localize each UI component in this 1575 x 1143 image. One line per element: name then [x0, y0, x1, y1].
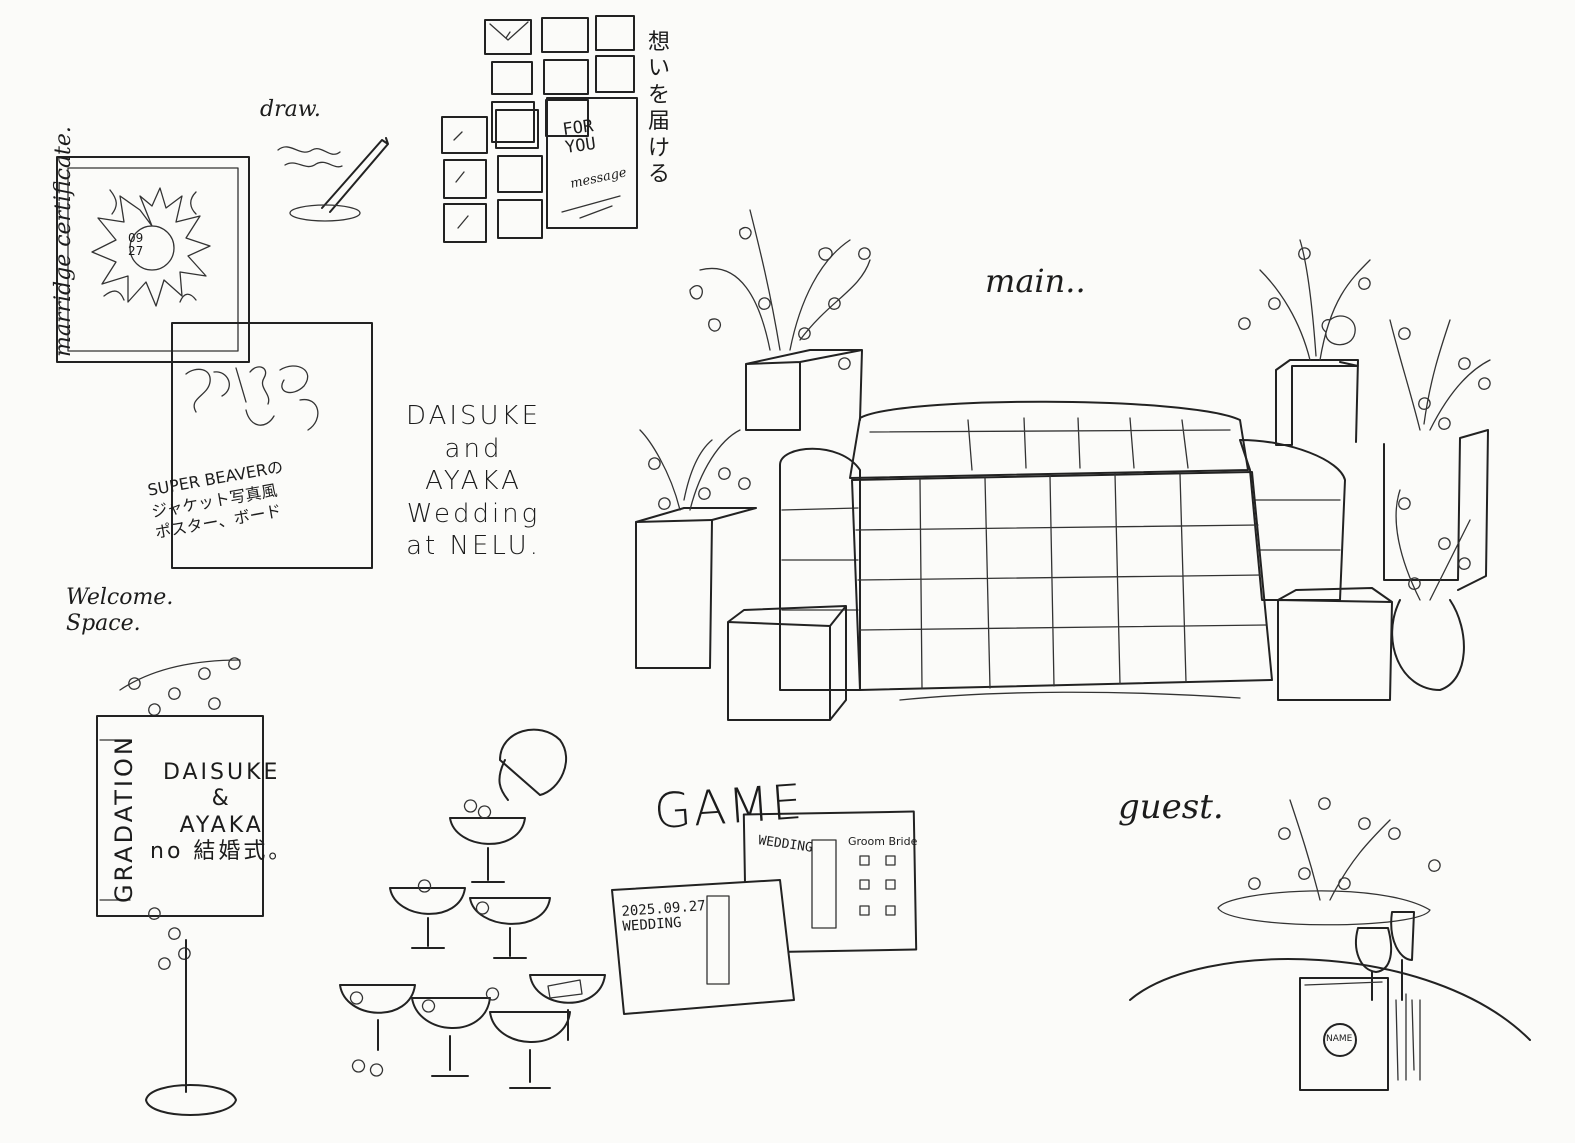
- draw-label: draw.: [260, 97, 321, 122]
- certificate-center-text: 09 27: [128, 231, 144, 258]
- pen-icon: [277, 137, 389, 222]
- pedestals: [635, 349, 1489, 721]
- invitation-text: DAISUKE and AYAKA Wedding at NELU.: [406, 401, 542, 561]
- champagne-tower: [339, 728, 606, 1089]
- sofa: [779, 400, 1346, 701]
- game-cards: [611, 810, 918, 1015]
- certificate-frame: [56, 156, 250, 363]
- main-label: main..: [985, 262, 1086, 300]
- gradation-label: GRADATION: [109, 734, 138, 904]
- welcome-space-label: Welcome. Space.: [66, 585, 174, 637]
- certificate-flower-icon: [91, 187, 211, 307]
- name-tag-circle: [1323, 1023, 1357, 1057]
- feelings-jp-label: 想いを届ける: [647, 30, 670, 187]
- welcome-board-text: DAISUKE & AYAKA no 結婚式。: [150, 760, 294, 865]
- name-tag-label: NAME: [1326, 1034, 1353, 1044]
- guest-label: guest.: [1118, 787, 1224, 827]
- game-label: GAME: [652, 773, 806, 841]
- poster-board: [171, 322, 373, 569]
- for-you-label: FOR YOU: [561, 116, 598, 158]
- welcome-board: [96, 657, 264, 1116]
- flower-arrangements: [639, 209, 1491, 601]
- checklist-grid: [441, 15, 638, 243]
- marriage-certificate-label: marridge certificate.: [50, 126, 76, 358]
- groom-bride-label: Groom Bride: [848, 835, 918, 848]
- game-card-date-label: 2025.09.27 WEDDING: [621, 898, 707, 935]
- guest-table: [1129, 797, 1531, 1091]
